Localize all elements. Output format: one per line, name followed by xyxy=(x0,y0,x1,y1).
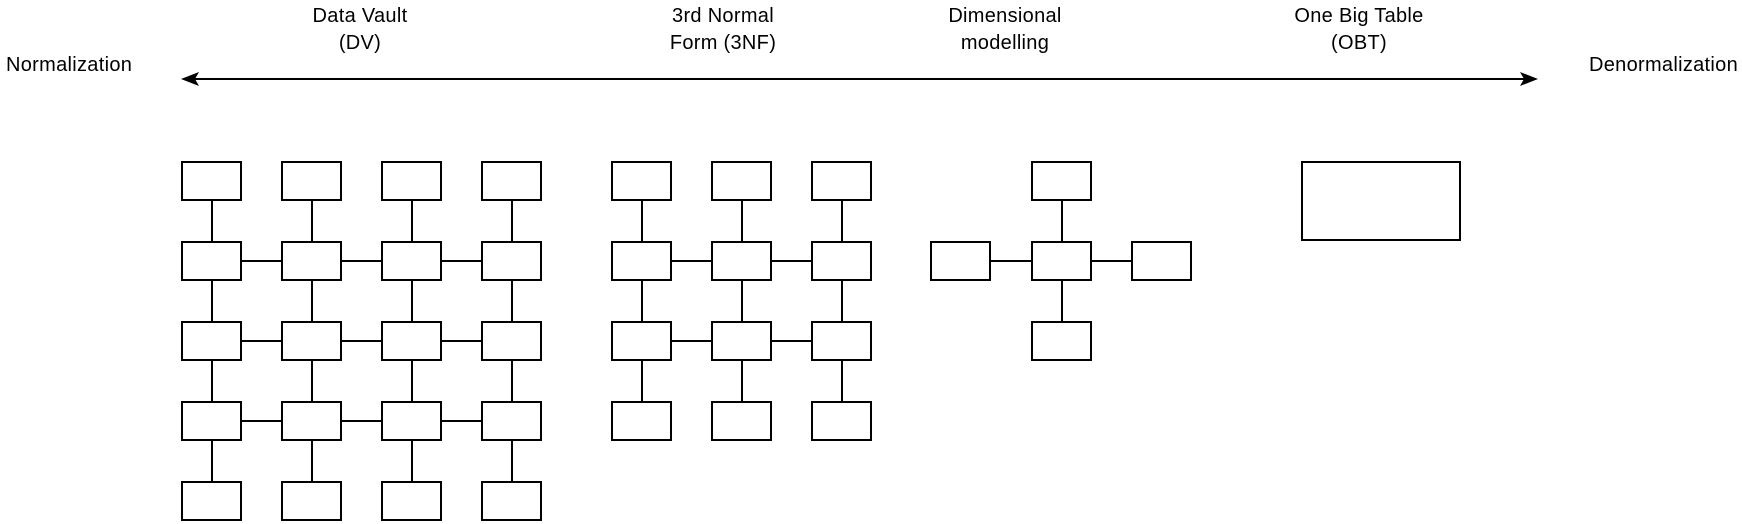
data-vault-connector-line xyxy=(342,260,381,262)
third-normal-form-table-box xyxy=(711,401,772,441)
data-vault-connector-line xyxy=(310,281,313,321)
one-big-table-table-box xyxy=(1301,161,1461,241)
third-normal-form-table-box xyxy=(711,241,772,281)
data-vault-connector-line xyxy=(310,361,313,401)
data-vault-connector-line xyxy=(310,201,313,241)
data-vault-table-box xyxy=(181,241,242,281)
dimensional-table-box xyxy=(1131,241,1192,281)
data-vault-table-box xyxy=(281,321,342,361)
dimensional-table-box xyxy=(1031,241,1092,281)
data-vault-connector-line xyxy=(442,420,481,422)
data-vault-table-box xyxy=(481,161,542,201)
data-vault-table-box xyxy=(181,401,242,441)
data-vault-connector-line xyxy=(210,281,213,321)
dimensional-connector-line xyxy=(991,260,1031,262)
third-normal-form-table-box xyxy=(711,321,772,361)
dimensional-connector-line xyxy=(1060,201,1063,241)
data-vault-table-box xyxy=(481,401,542,441)
third-normal-form-connector-line xyxy=(740,361,743,401)
data-vault-connector-line xyxy=(342,420,381,422)
data-vault-table-box xyxy=(281,241,342,281)
third-normal-form-connector-line xyxy=(740,201,743,241)
data-vault-connector-line xyxy=(242,260,281,262)
data-vault-table-box xyxy=(181,161,242,201)
third-normal-form-connector-line xyxy=(640,361,643,401)
third-normal-form-connector-line xyxy=(772,340,811,342)
data-vault-table-box xyxy=(181,321,242,361)
third-normal-form-connector-line xyxy=(840,281,843,321)
data-vault-connector-line xyxy=(410,361,413,401)
third-normal-form-table-box xyxy=(611,321,672,361)
label-dimensional-modelling-line2: modelling xyxy=(960,32,1050,54)
data-vault-table-box xyxy=(381,401,442,441)
data-vault-table-box xyxy=(281,401,342,441)
third-normal-form-table-box xyxy=(611,401,672,441)
dimensional-connector-line xyxy=(1092,260,1131,262)
data-vault-connector-line xyxy=(442,340,481,342)
data-vault-connector-line xyxy=(210,441,213,481)
data-vault-connector-line xyxy=(410,201,413,241)
arrow-head-left-icon xyxy=(181,72,199,86)
arrow-head-right-icon xyxy=(1520,72,1538,86)
third-normal-form-table-box xyxy=(811,401,872,441)
dimensional-connector-line xyxy=(1060,281,1063,321)
third-normal-form-table-box xyxy=(811,321,872,361)
third-normal-form-table-box xyxy=(811,241,872,281)
third-normal-form-table-box xyxy=(711,161,772,201)
data-vault-connector-line xyxy=(410,441,413,481)
third-normal-form-connector-line xyxy=(640,281,643,321)
label-one-big-table-line2: (OBT) xyxy=(1331,32,1387,54)
data-vault-connector-line xyxy=(510,281,513,321)
data-vault-table-box xyxy=(281,481,342,521)
label-data-vault-line1: Data Vault xyxy=(312,5,408,27)
third-normal-form-connector-line xyxy=(740,281,743,321)
label-third-normal-form-line1: 3rd Normal xyxy=(672,5,774,27)
label-data-vault: Data Vault (DV) xyxy=(250,3,470,57)
third-normal-form-table-box xyxy=(611,161,672,201)
data-vault-connector-line xyxy=(510,361,513,401)
data-vault-table-box xyxy=(481,481,542,521)
dimensional-table-box xyxy=(1031,161,1092,201)
data-vault-table-box xyxy=(481,241,542,281)
label-one-big-table: One Big Table (OBT) xyxy=(1249,3,1469,57)
data-vault-connector-line xyxy=(242,420,281,422)
data-vault-connector-line xyxy=(510,441,513,481)
third-normal-form-connector-line xyxy=(672,260,711,262)
label-one-big-table-line1: One Big Table xyxy=(1294,5,1424,27)
data-vault-connector-line xyxy=(342,340,381,342)
label-third-normal-form: 3rd Normal Form (3NF) xyxy=(613,3,833,57)
third-normal-form-connector-line xyxy=(640,201,643,241)
dimensional-table-box xyxy=(1031,321,1092,361)
data-vault-connector-line xyxy=(442,260,481,262)
data-vault-connector-line xyxy=(410,281,413,321)
data-vault-table-box xyxy=(381,241,442,281)
data-vault-table-box xyxy=(381,161,442,201)
label-dimensional-modelling: Dimensional modelling xyxy=(895,3,1115,57)
third-normal-form-connector-line xyxy=(840,361,843,401)
dimensional-table-box xyxy=(930,241,991,281)
third-normal-form-table-box xyxy=(811,161,872,201)
data-vault-connector-line xyxy=(242,340,281,342)
data-vault-connector-line xyxy=(210,361,213,401)
axis-label-denormalization: Denormalization xyxy=(1588,54,1738,76)
data-vault-table-box xyxy=(181,481,242,521)
third-normal-form-table-box xyxy=(611,241,672,281)
data-vault-table-box xyxy=(381,321,442,361)
data-vault-connector-line xyxy=(310,441,313,481)
data-vault-connector-line xyxy=(510,201,513,241)
label-dimensional-modelling-line1: Dimensional xyxy=(948,5,1062,27)
data-vault-table-box xyxy=(281,161,342,201)
data-vault-table-box xyxy=(381,481,442,521)
third-normal-form-connector-line xyxy=(772,260,811,262)
third-normal-form-connector-line xyxy=(840,201,843,241)
third-normal-form-connector-line xyxy=(672,340,711,342)
data-vault-table-box xyxy=(481,321,542,361)
axis-label-normalization: Normalization xyxy=(6,54,133,76)
data-vault-connector-line xyxy=(210,201,213,241)
label-third-normal-form-line2: Form (3NF) xyxy=(669,32,777,54)
label-data-vault-line2: (DV) xyxy=(338,32,382,54)
